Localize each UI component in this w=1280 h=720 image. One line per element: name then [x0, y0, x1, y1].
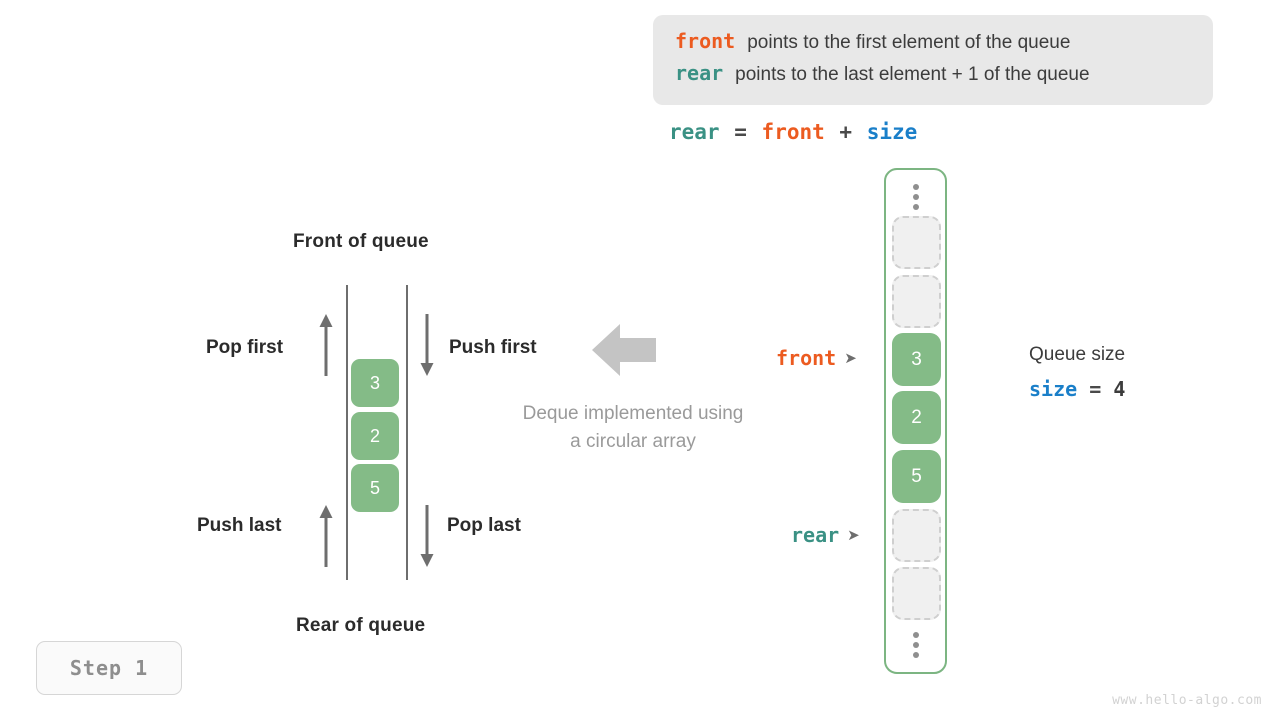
queue-size-expression: size = 4	[1029, 377, 1125, 401]
circular-array-container: 3 2 5	[884, 168, 947, 674]
queue-size-block: Queue size size = 4	[1029, 342, 1125, 401]
formula-token-equals: =	[734, 120, 747, 144]
legend-keyword-rear: rear	[675, 61, 724, 85]
array-slot	[892, 216, 941, 269]
array-slot: 2	[892, 391, 941, 444]
front-pointer-arrow-icon: ➤	[844, 348, 857, 367]
legend-box: front points to the first element of the…	[653, 15, 1213, 105]
pop-last-arrow-icon	[420, 505, 434, 567]
formula-rear-equals-front-plus-size: rear = front + size	[668, 120, 918, 144]
front-of-queue-label: Front of queue	[293, 231, 429, 252]
array-slot: 5	[892, 450, 941, 503]
diagram-caption-line-2: a circular array	[570, 431, 696, 452]
front-pointer-label: front ➤	[776, 346, 857, 370]
push-first-arrow-icon	[420, 314, 434, 376]
watermark: www.hello-algo.com	[1112, 693, 1262, 708]
formula-token-front: front	[761, 120, 825, 144]
formula-token-size: size	[866, 120, 918, 144]
legend-text-front: points to the first element of the queue	[747, 32, 1071, 53]
deque-cell: 2	[351, 412, 399, 460]
legend-text-rear: points to the last element + 1 of the qu…	[735, 64, 1090, 85]
queue-size-var: size	[1029, 377, 1078, 401]
ellipsis-bottom-icon	[912, 632, 919, 658]
deque-cell: 5	[351, 464, 399, 512]
array-slot	[892, 509, 941, 562]
rear-of-queue-label: Rear of queue	[296, 615, 426, 636]
deque-rail-left	[346, 285, 348, 580]
legend-keyword-front: front	[675, 29, 736, 53]
queue-size-value: 4	[1113, 377, 1126, 401]
ellipsis-top-icon	[912, 184, 919, 210]
legend-line-front: front points to the first element of the…	[675, 29, 1191, 61]
array-slot: 3	[892, 333, 941, 386]
pop-first-arrow-icon	[319, 314, 333, 376]
pop-last-label: Pop last	[447, 515, 521, 536]
push-last-label: Push last	[197, 515, 282, 536]
formula-token-rear: rear	[669, 120, 720, 144]
pop-first-label: Pop first	[206, 337, 284, 358]
diagram-caption: Deque implemented using a circular array	[478, 400, 788, 456]
step-badge: Step 1	[36, 641, 182, 695]
rear-pointer-arrow-icon: ➤	[847, 525, 860, 544]
rear-pointer-label: rear ➤	[791, 523, 860, 547]
rear-pointer-text: rear	[791, 523, 840, 547]
deque-rail-right	[406, 285, 408, 580]
array-slot	[892, 275, 941, 328]
formula-token-plus: +	[839, 120, 853, 144]
push-last-arrow-icon	[319, 505, 333, 567]
diagram-caption-line-1: Deque implemented using	[522, 403, 744, 424]
queue-size-caption: Queue size	[1029, 344, 1126, 365]
deque-cell: 3	[351, 359, 399, 407]
array-slot	[892, 567, 941, 620]
front-pointer-text: front	[776, 346, 837, 370]
push-first-label: Push first	[449, 337, 537, 358]
queue-size-equals: =	[1089, 377, 1102, 401]
legend-line-rear: rear points to the last element + 1 of t…	[675, 61, 1191, 93]
left-pointing-arrow-icon	[592, 324, 656, 376]
